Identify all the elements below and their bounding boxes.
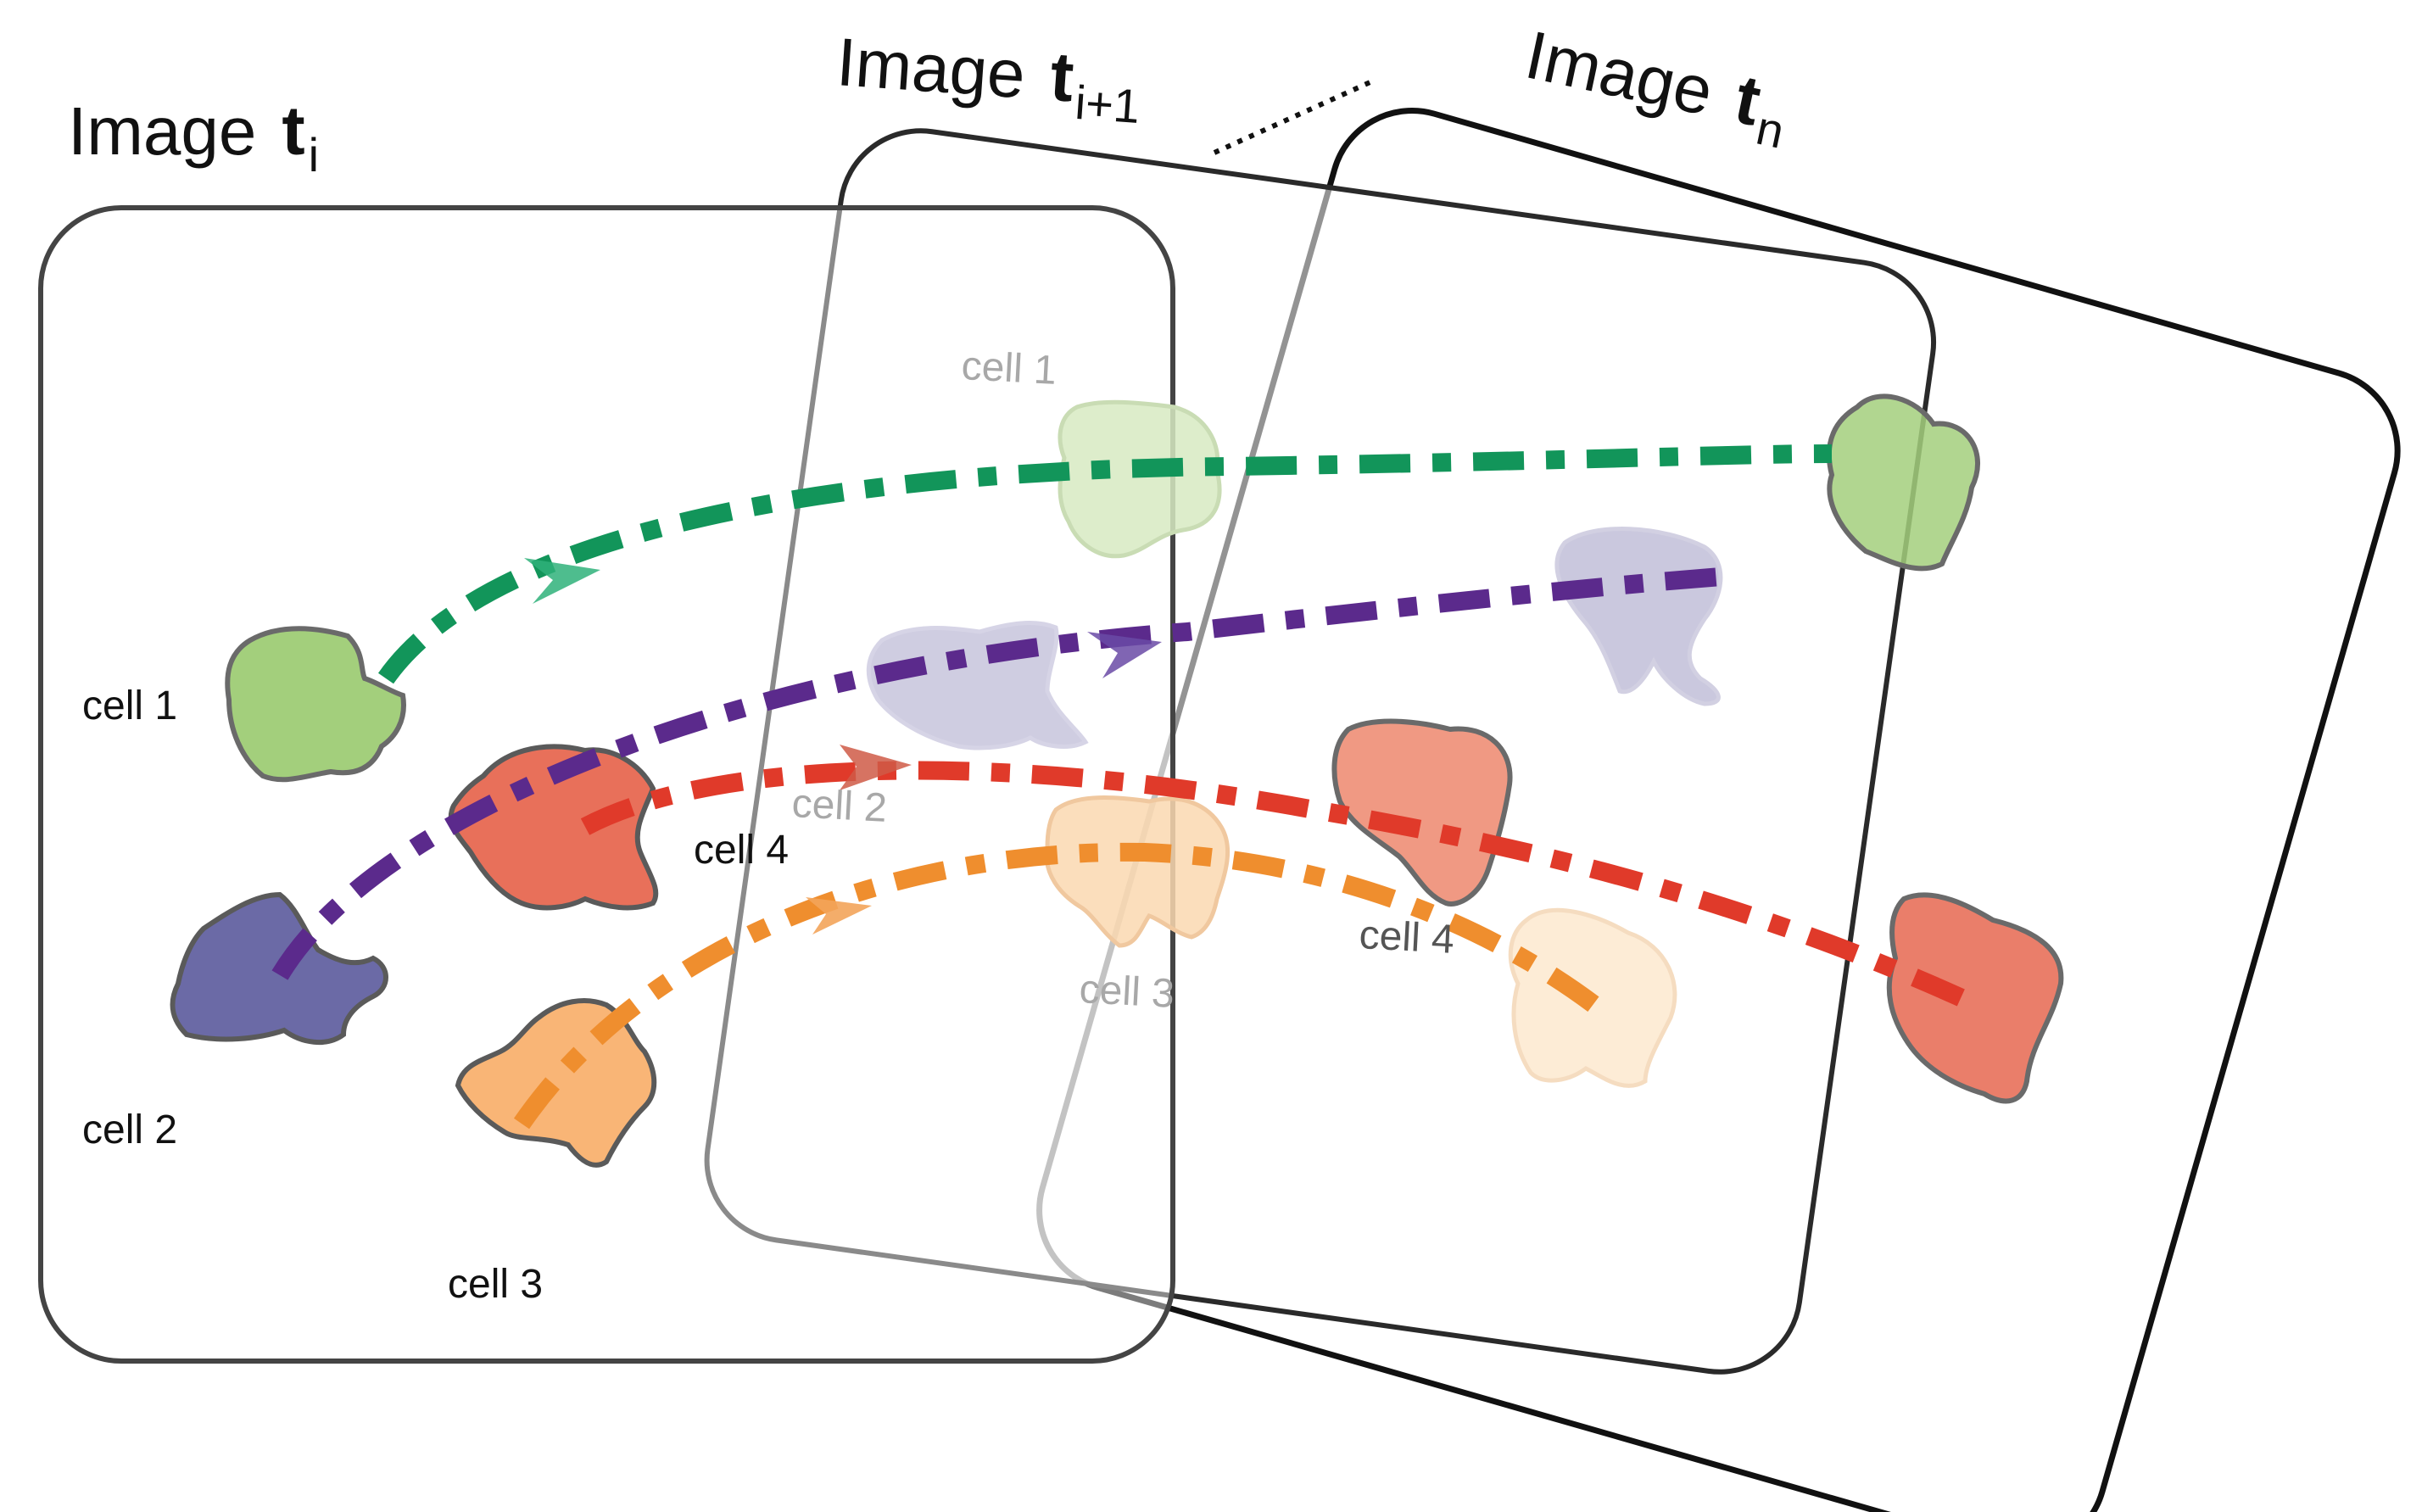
frame-sequence-ellipsis bbox=[1213, 78, 1376, 155]
track-cell-4 bbox=[580, 761, 1972, 1010]
label-cell-4-ti1: cell 4 bbox=[1358, 912, 1455, 962]
track-cell-1 bbox=[377, 444, 1833, 684]
label-cell-3-ti: cell 3 bbox=[448, 1262, 543, 1307]
label-cell-4-ti: cell 4 bbox=[694, 828, 789, 873]
track-cell-2-arrow bbox=[1087, 632, 1162, 678]
label-cell-2-ti: cell 2 bbox=[82, 1107, 177, 1152]
cell-4-blob-tn bbox=[1886, 892, 2064, 1104]
label-cell-1-ti1: cell 1 bbox=[960, 343, 1058, 393]
track-cell-3-arrow bbox=[806, 897, 872, 935]
label-cell-2-ti1: cell 2 bbox=[790, 781, 888, 831]
track-cell-2 bbox=[271, 567, 1722, 980]
track-cell-3 bbox=[513, 842, 1600, 1130]
track-cell-1-arrow bbox=[524, 558, 600, 604]
cell-4-blob-ti bbox=[448, 744, 659, 911]
label-cell-1-ti: cell 1 bbox=[82, 683, 177, 728]
cell-1-blob-tn bbox=[1826, 393, 1981, 572]
label-cell-3-ti1: cell 3 bbox=[1078, 967, 1175, 1017]
tracks bbox=[271, 444, 1972, 1130]
track-cell-4-arrow bbox=[840, 745, 912, 790]
cell-1-blob-ti bbox=[225, 626, 406, 783]
cell-3-blob-ti1 bbox=[1044, 795, 1231, 948]
